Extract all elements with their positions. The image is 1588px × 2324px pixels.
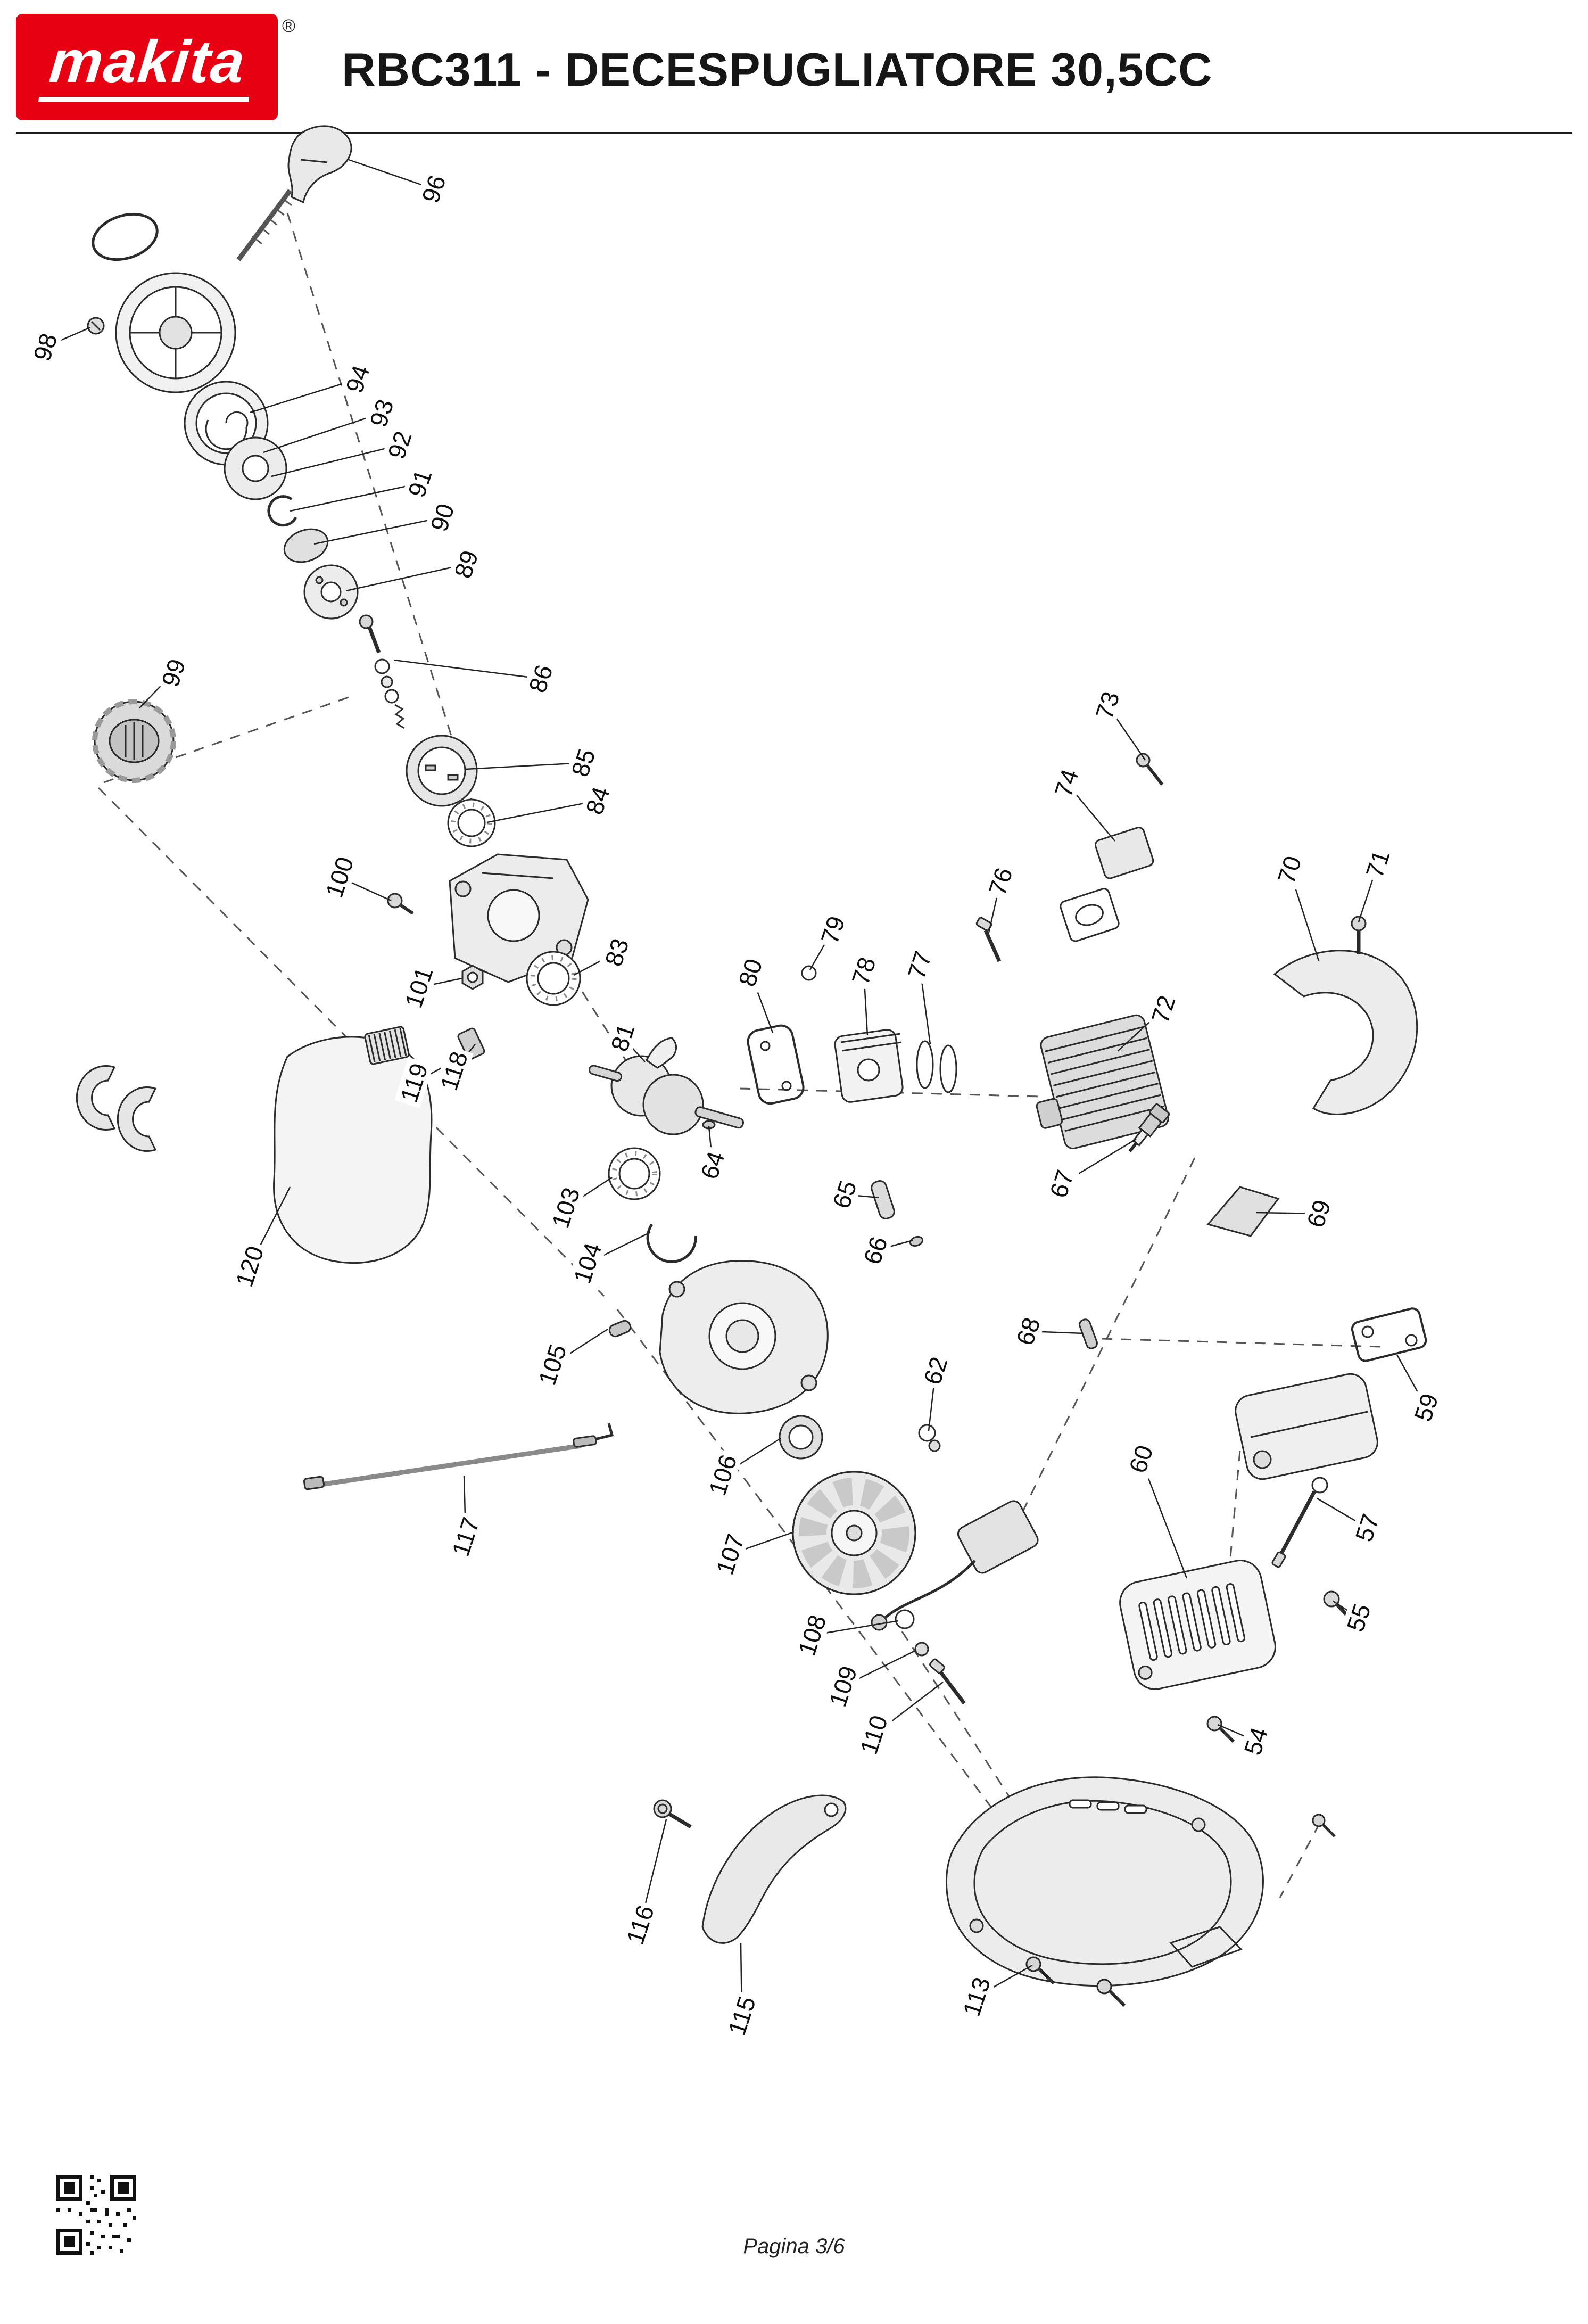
label-plate xyxy=(1169,1926,1243,1968)
ratchet-plate xyxy=(303,564,359,620)
pin-68 xyxy=(1079,1318,1098,1349)
fuel-tank xyxy=(273,1026,433,1264)
screw-54 xyxy=(1206,1716,1235,1743)
circlip xyxy=(267,495,297,527)
primer-valve xyxy=(452,1027,485,1068)
piston xyxy=(834,1029,904,1103)
muffler-cover xyxy=(1119,1560,1276,1690)
cylinder-cover xyxy=(1273,950,1418,1115)
header-divider xyxy=(16,132,1572,134)
washer-79 xyxy=(801,965,817,981)
bolt-110 xyxy=(929,1658,966,1705)
o-ring xyxy=(92,212,159,261)
screw-113a xyxy=(1025,1956,1055,1985)
page-title: RBC311 - DECESPUGLIATORE 30,5CC xyxy=(342,43,1213,96)
makita-logo: makita xyxy=(16,14,278,120)
throttle-cable xyxy=(303,1423,614,1490)
washer-109 xyxy=(914,1642,929,1657)
qr-code xyxy=(56,2175,136,2255)
starter-screw-set xyxy=(359,614,405,729)
starter-grip xyxy=(287,125,352,204)
muffler-gasket xyxy=(1351,1307,1427,1362)
cylinder xyxy=(1036,1014,1169,1150)
woodruff-key xyxy=(608,1320,632,1338)
handle-bracket xyxy=(701,1794,847,1944)
screw-113b xyxy=(1096,1979,1126,2007)
grip-screw xyxy=(236,189,292,261)
gasket-80 xyxy=(747,1024,805,1105)
crankcase-half xyxy=(659,1260,829,1414)
screw-55 xyxy=(1323,1590,1354,1623)
registered-trademark: ® xyxy=(282,16,296,36)
clutch-drum xyxy=(406,735,478,807)
bolt-76 xyxy=(975,917,1002,962)
clamp-half-b xyxy=(117,1086,157,1152)
starter-housing xyxy=(87,272,236,393)
muffler xyxy=(1235,1373,1378,1480)
crankshaft xyxy=(588,1037,745,1135)
ratchet-pawl xyxy=(283,528,329,563)
plate-69 xyxy=(1206,1186,1280,1237)
retainer-clip xyxy=(646,1223,697,1263)
ball-bearing-103 xyxy=(608,1147,661,1200)
spark-plug xyxy=(1128,1103,1170,1152)
washer-108 xyxy=(895,1609,915,1629)
nut-101 xyxy=(461,965,484,990)
screw-right xyxy=(1312,1814,1336,1837)
pin-65 xyxy=(871,1180,895,1219)
screw-73 xyxy=(1136,753,1164,786)
rope-pulley xyxy=(224,436,287,500)
piston-rings xyxy=(916,1040,957,1093)
page-number-label: Pagina 3/6 xyxy=(743,2235,845,2258)
bolt-116 xyxy=(653,1799,692,1829)
screw-71 xyxy=(1351,916,1367,954)
pin-66 xyxy=(909,1235,924,1247)
crankcase-top xyxy=(449,853,589,983)
insulator-74 xyxy=(1094,827,1154,879)
ball-bearing-84 xyxy=(447,798,496,847)
screw-100 xyxy=(387,893,414,915)
intake-gasket xyxy=(1060,888,1120,942)
clamp-half-a xyxy=(76,1065,116,1131)
ball-bearing-83 xyxy=(526,951,581,1006)
starter-knob xyxy=(92,699,176,783)
washer-62b xyxy=(928,1439,941,1452)
washer-62a xyxy=(918,1424,936,1442)
oil-seal xyxy=(779,1415,823,1460)
engine-cover xyxy=(945,1776,1264,1987)
flywheel xyxy=(792,1471,916,1595)
bolt-57 xyxy=(1271,1477,1328,1568)
ignition-coil xyxy=(871,1500,1039,1631)
